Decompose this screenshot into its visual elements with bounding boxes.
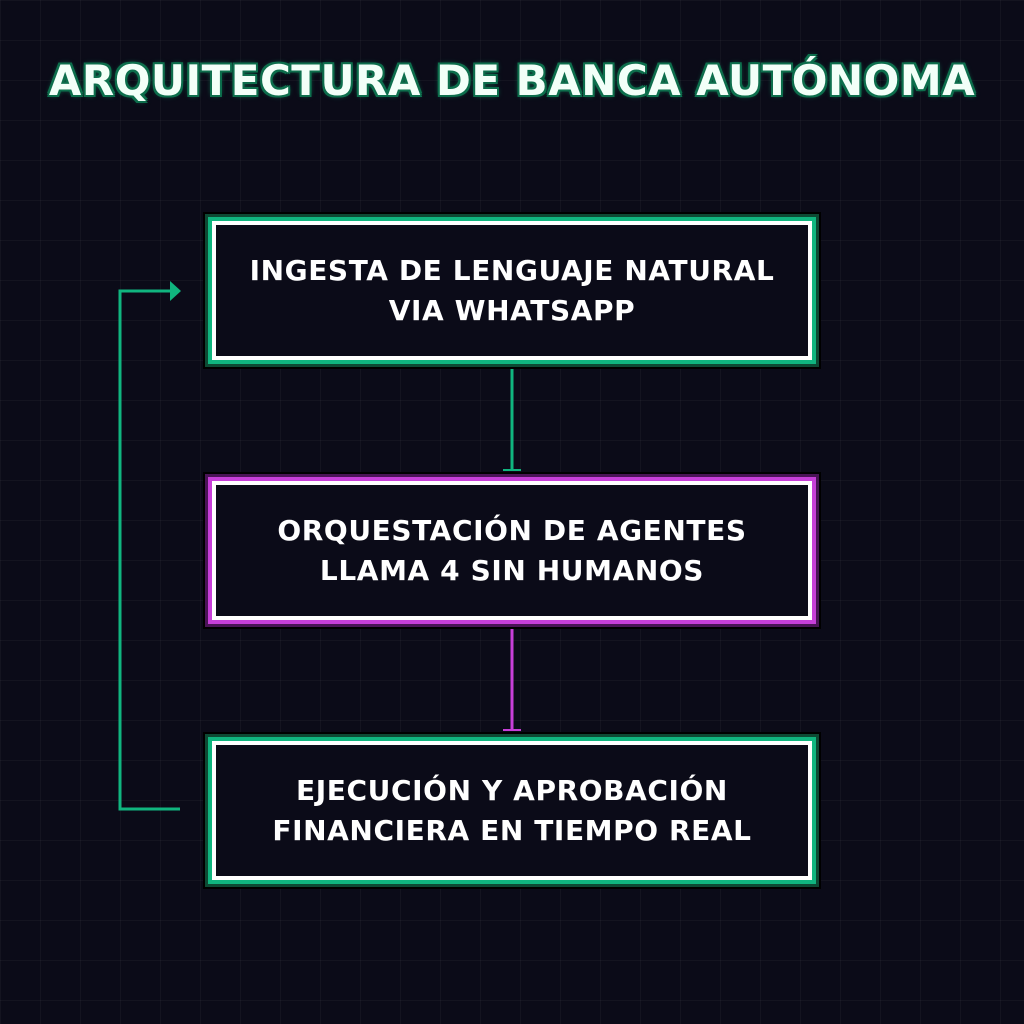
edge-ingesta-to-orquestacion — [503, 362, 521, 471]
node-orquestacion: ORQUESTACIÓN DE AGENTES LLAMA 4 SIN HUMA… — [212, 481, 812, 620]
node-orquestacion-line-1: ORQUESTACIÓN DE AGENTES — [277, 513, 747, 547]
node-ingesta: INGESTA DE LENGUAJE NATURAL VIA WHATSAPP — [212, 221, 812, 360]
edge-orquestacion-to-ejecucion — [503, 622, 521, 731]
node-ingesta-line-2: VIA WHATSAPP — [388, 293, 636, 327]
edge-ejecucion-to-ingesta-loop — [118, 281, 181, 811]
node-ejecucion: EJECUCIÓN Y APROBACIÓN FINANCIERA EN TIE… — [212, 741, 812, 880]
node-ejecucion-line-2: FINANCIERA EN TIEMPO REAL — [272, 813, 752, 847]
loop-line — [118, 289, 180, 811]
node-ejecucion-line-1: EJECUCIÓN Y APROBACIÓN — [296, 773, 728, 807]
node-orquestacion-line-2: LLAMA 4 SIN HUMANOS — [319, 553, 705, 587]
loop-arrow-head — [170, 281, 181, 301]
diagram-title: ARQUITECTURA DE BANCA AUTÓNOMA — [48, 56, 976, 105]
node-ingesta-line-1: INGESTA DE LENGUAJE NATURAL — [249, 253, 775, 287]
